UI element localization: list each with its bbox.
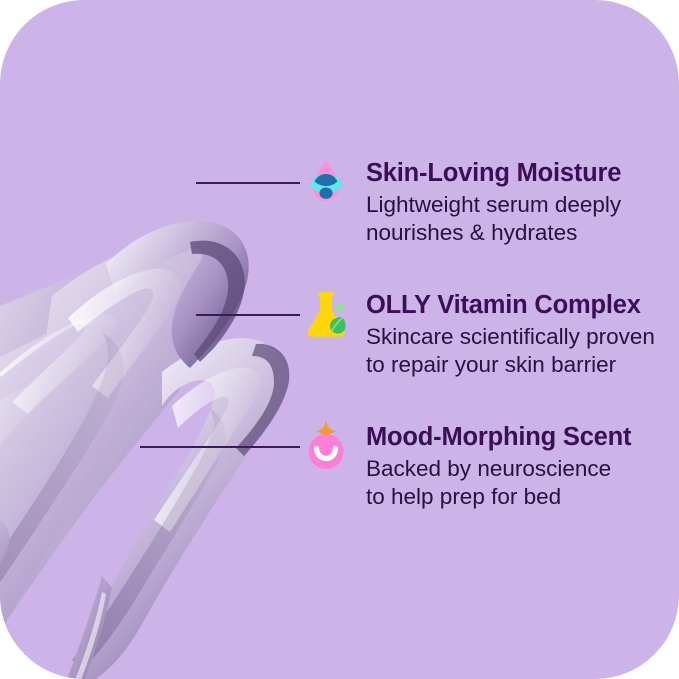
- feature-copy-2: OLLY Vitamin Complex Skincare scientific…: [366, 290, 655, 380]
- feature-title: Mood-Morphing Scent: [366, 423, 632, 451]
- leader-line-2: [196, 296, 300, 334]
- feature-description: Lightweight serum deeply nourishes & hyd…: [366, 192, 622, 246]
- water-droplet-icon: [300, 156, 352, 208]
- science-flask-icon: [300, 288, 352, 340]
- feature-item-skin-loving-moisture: Skin-Loving Moisture Lightweight serum d…: [196, 159, 621, 248]
- feature-title: OLLY Vitamin Complex: [366, 291, 641, 319]
- feature-title: Skin-Loving Moisture: [366, 159, 622, 187]
- feature-description: Skincare scientifically proven to repair…: [366, 324, 655, 378]
- smiling-face-sparkle-icon: [300, 420, 352, 472]
- feature-description: Backed by neuroscience to help prep for …: [366, 456, 612, 510]
- feature-item-olly-vitamin-complex: OLLY Vitamin Complex Skincare scientific…: [196, 291, 655, 380]
- feature-copy-1: Skin-Loving Moisture Lightweight serum d…: [366, 158, 621, 248]
- feature-copy-3: Mood-Morphing Scent Backed by neuroscien…: [366, 422, 632, 512]
- leader-line-1: [196, 164, 300, 202]
- leader-line-3: [140, 428, 300, 466]
- feature-item-mood-morphing-scent: Mood-Morphing Scent Backed by neuroscien…: [140, 420, 632, 512]
